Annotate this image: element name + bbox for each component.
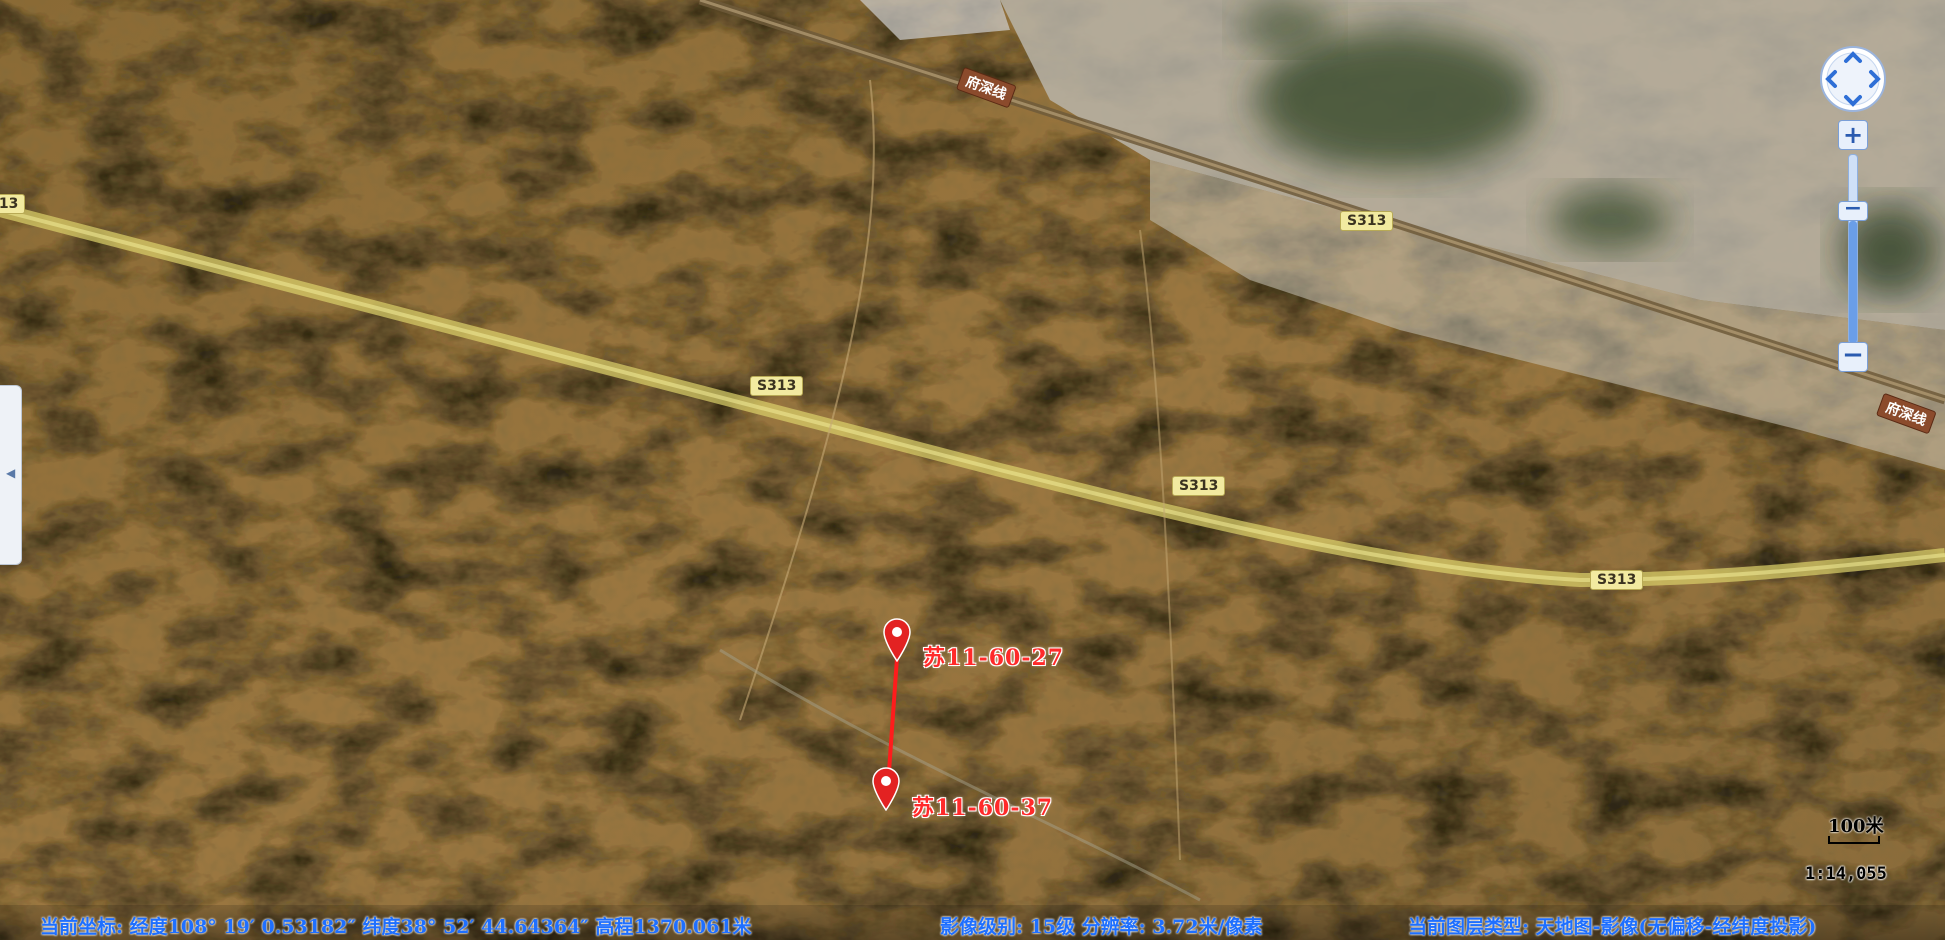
scale-bar (1828, 836, 1880, 844)
zoom-slider-fill (1849, 221, 1857, 343)
zoom-out-button[interactable]: − (1838, 342, 1868, 372)
map-pin-icon[interactable] (882, 618, 912, 662)
status-layer-type: 当前图层类型: 天地图-影像(无偏移-经纬度投影) (1408, 916, 1817, 938)
road-label-s313-1: S313 (1340, 211, 1394, 231)
road-label-s313-5: S313 (0, 194, 26, 214)
road-label-s313-2: S313 (750, 376, 804, 396)
marker-label-1: 苏11-60-27 (923, 645, 1065, 671)
marker-label-2: 苏11-60-37 (912, 795, 1054, 821)
road-label-s313-4: S313 (1590, 570, 1644, 590)
chevron-left-icon: ◀ (6, 466, 16, 480)
road-label-s313-3: S313 (1172, 476, 1226, 496)
pan-arrows-icon[interactable] (1818, 44, 1888, 114)
side-panel-toggle[interactable]: ◀ (0, 385, 22, 565)
map-pin-icon[interactable] (871, 767, 901, 811)
status-coordinates: 当前坐标: 经度108° 19′ 0.53182″ 纬度38° 52′ 44.6… (40, 916, 752, 938)
scale-ratio: 1:14,055 (1805, 864, 1887, 884)
status-imagery-level: 影像级别: 15级 分辨率: 3.72米/像素 (940, 916, 1263, 938)
zoom-in-button[interactable]: + (1838, 120, 1868, 150)
scale-label: 100米 (1828, 816, 1884, 837)
status-bar (0, 905, 1945, 940)
zoom-slider-handle[interactable]: − (1838, 198, 1868, 221)
